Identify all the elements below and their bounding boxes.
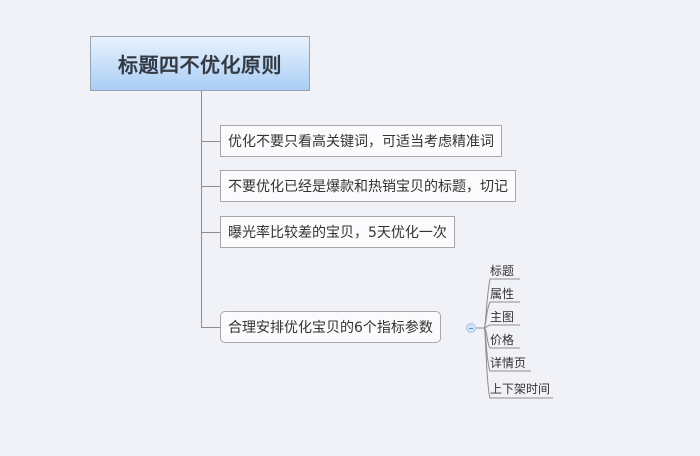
branch-topic-4-label: 合理安排优化宝贝的6个指标参数 bbox=[228, 320, 433, 336]
subtopic-5[interactable]: 详情页 bbox=[490, 354, 526, 371]
branch-topic-1[interactable]: 优化不要只看高关键词，可适当考虑精准词 bbox=[220, 125, 502, 157]
subtopic-2-label: 属性 bbox=[490, 287, 515, 301]
branch-connector-2 bbox=[201, 186, 220, 187]
subtopic-1[interactable]: 标题 bbox=[490, 262, 514, 279]
central-topic-label: 标题四不优化原则 bbox=[118, 53, 282, 77]
branch-topic-2-label: 不要优化已经是爆款和热销宝贝的标题，切记 bbox=[228, 179, 508, 195]
branch-topic-2[interactable]: 不要优化已经是爆款和热销宝贝的标题，切记 bbox=[220, 170, 516, 202]
branch-topic-4[interactable]: 合理安排优化宝贝的6个指标参数 bbox=[220, 311, 441, 343]
collapse-toggle-icon[interactable] bbox=[466, 323, 476, 333]
subtopic-6[interactable]: 上下架时间 bbox=[490, 380, 550, 397]
branch-connector-4 bbox=[201, 327, 220, 328]
branch-topic-3[interactable]: 曝光率比较差的宝贝，5天优化一次 bbox=[220, 216, 455, 248]
branch-topic-3-label: 曝光率比较差的宝贝，5天优化一次 bbox=[228, 225, 447, 241]
subtopic-4[interactable]: 价格 bbox=[490, 331, 514, 348]
subtopic-3-label: 主图 bbox=[490, 310, 515, 324]
subtopic-3[interactable]: 主图 bbox=[490, 308, 514, 325]
central-topic[interactable]: 标题四不优化原则 bbox=[90, 36, 310, 91]
branch-topic-1-label: 优化不要只看高关键词，可适当考虑精准词 bbox=[228, 134, 494, 150]
subtopic-6-label: 上下架时间 bbox=[490, 382, 551, 396]
subtopic-4-label: 价格 bbox=[490, 333, 515, 347]
subtopic-5-label: 详情页 bbox=[490, 356, 527, 370]
branch-connector-3 bbox=[201, 232, 220, 233]
trunk-connector bbox=[201, 91, 202, 327]
branch-connector-1 bbox=[201, 141, 220, 142]
subtopic-1-label: 标题 bbox=[490, 264, 515, 278]
subtopic-2[interactable]: 属性 bbox=[490, 285, 514, 302]
